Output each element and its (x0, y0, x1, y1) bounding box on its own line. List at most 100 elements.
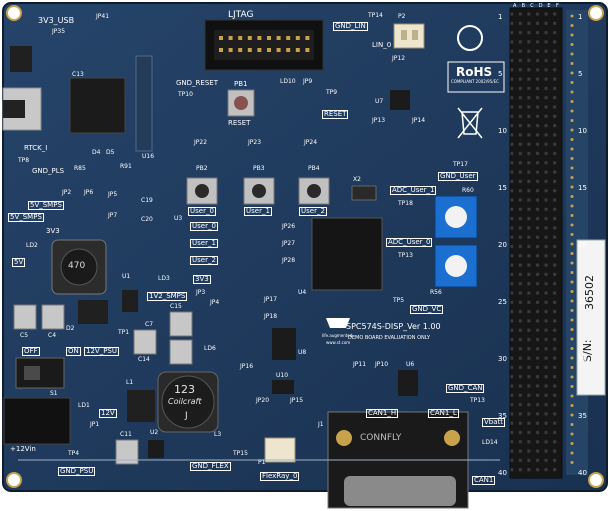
label-on: ON (66, 347, 81, 356)
label-jp9: JP9 (303, 78, 313, 85)
capacitor-c5 (13, 304, 37, 330)
label-gnd-flex: GND_FLEX (190, 462, 231, 471)
edge-pin (570, 128, 574, 132)
label-tp1: TP1 (118, 329, 130, 336)
mounting-hole (588, 5, 604, 21)
label-gnd-lin: GND_LIN (333, 22, 368, 31)
label-u6: U6 (406, 361, 415, 368)
capacitor-c4 (41, 304, 65, 330)
edge-pin (570, 147, 574, 151)
edge-pin (570, 413, 574, 417)
jtag-pin (228, 48, 233, 52)
label-jp7: JP7 (108, 212, 118, 219)
label-adc-user0: ADC_User_0 (386, 238, 433, 247)
edge-pin (570, 261, 574, 265)
label-tp15: TP15 (233, 450, 248, 457)
capacitor-c14 (133, 329, 157, 355)
edge-pin (570, 204, 574, 208)
label-website: www.st.com (326, 340, 351, 345)
label-jp3: JP3 (196, 289, 206, 296)
recycle-icon (457, 25, 483, 51)
edge-pin (570, 356, 574, 360)
jtag-pin (295, 48, 300, 52)
user-button-1-cap (252, 184, 266, 198)
label-rohs-sub: COMPLIANT 2002/95/EC (451, 79, 499, 84)
user-button-0-cap (195, 184, 209, 198)
lin-connector (393, 23, 425, 49)
edge-pin (570, 309, 574, 312)
edge-pin (570, 214, 574, 217)
rohs-mark (447, 61, 505, 93)
jtag-pin (238, 36, 243, 40)
chip-small (10, 46, 32, 72)
chip-u10 (272, 380, 294, 394)
label-u2: U2 (150, 429, 159, 436)
label-can1: CAN1 (472, 476, 496, 485)
header-row-label: 25 (498, 298, 507, 306)
label-tp17: TP17 (453, 161, 468, 168)
jtag-pin (267, 48, 271, 52)
label-jp15: JP15 (290, 397, 304, 404)
label-jp11: JP11 (353, 361, 367, 368)
edge-pin (570, 366, 574, 369)
edge-pin (570, 233, 574, 236)
label-ld1: LD1 (78, 402, 90, 409)
edge-pin (570, 62, 574, 65)
label-c19: C19 (141, 197, 153, 204)
label-tp10: TP10 (178, 91, 193, 98)
label-c20: C20 (141, 216, 153, 223)
edge-pin (570, 280, 574, 284)
usb-opening (3, 100, 25, 118)
label-u7: U7 (375, 98, 384, 105)
label-jp14: JP14 (412, 117, 426, 124)
label-adc-user1: ADC_User_1 (390, 186, 437, 195)
edge-pin (570, 157, 574, 160)
label-ld3: LD3 (158, 275, 170, 282)
header-row-label: 40 (578, 469, 587, 477)
label-3v3-b: 3V3 (193, 275, 211, 284)
label-gnd-pls: GND_PLS (32, 167, 65, 175)
label-12vin: +12Vin (10, 445, 36, 453)
user-button-2-cap (307, 184, 321, 198)
jtag-pin (257, 36, 262, 40)
edge-pin (570, 195, 574, 198)
jtag-pin (219, 48, 223, 52)
label-r60: R60 (462, 187, 474, 194)
header-row-label: 30 (498, 355, 507, 363)
lin-connector-pin (401, 30, 407, 40)
label-r85: R85 (74, 165, 86, 172)
label-r91: R91 (120, 163, 132, 170)
label-u1: U1 (122, 273, 131, 280)
header-row-label: 15 (498, 184, 507, 192)
edge-pin (570, 423, 574, 426)
label-u3: U3 (174, 215, 183, 222)
label-gnd-psu: GND_PSU (58, 467, 96, 476)
label-brand: life.augmented (322, 333, 353, 338)
header-row-label: 20 (498, 241, 507, 249)
label-tp14: TP14 (368, 12, 383, 19)
label-j1: J1 (318, 421, 324, 428)
label-c11: C11 (120, 431, 132, 438)
label-led-user0: User_0 (190, 222, 218, 231)
label-l3: L3 (214, 431, 222, 438)
header-column-label: F (556, 3, 559, 9)
label-pb2: PB2 (196, 165, 208, 172)
edge-pin (570, 299, 574, 303)
edge-pin (570, 318, 574, 322)
label-jp22: JP22 (194, 139, 208, 146)
label-c5: C5 (20, 332, 29, 339)
edge-pin (570, 242, 574, 246)
header-row-label: 20 (578, 241, 587, 249)
reset-button-cap (234, 96, 248, 110)
edge-pin (570, 185, 574, 189)
jtag-pin (219, 36, 223, 40)
edge-pin (570, 442, 574, 445)
label-reset: RESET (228, 119, 251, 127)
edge-pin (570, 252, 574, 255)
label-jp35: JP35 (52, 28, 66, 35)
label-c13: C13 (72, 71, 84, 78)
jtag-pin (305, 48, 310, 52)
label-12v: 12V (99, 409, 117, 418)
header-row-label: 10 (498, 127, 507, 135)
label-jp12: JP12 (392, 55, 406, 62)
